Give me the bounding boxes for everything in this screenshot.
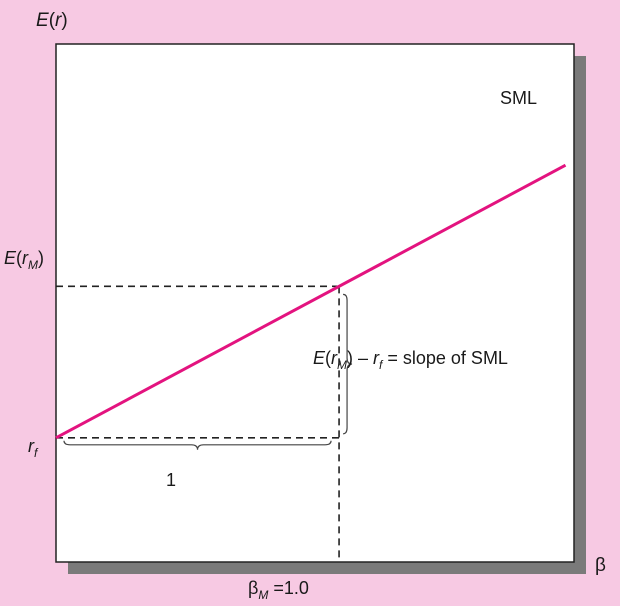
y-axis-title: E(r)	[36, 10, 68, 31]
sml-series-line	[55, 163, 567, 440]
sml-label: SML	[500, 88, 537, 108]
slope-annotation: E(rM) – rf = slope of SML	[313, 348, 508, 372]
run-label: 1	[166, 470, 176, 490]
rise-brace	[343, 293, 353, 435]
erm-tick-label: E(rM)	[4, 248, 44, 272]
run-brace	[63, 440, 332, 450]
beta-m-tick-label: βM =1.0	[248, 578, 309, 602]
rf-tick-label: rf	[28, 436, 39, 460]
plot-area	[55, 43, 575, 563]
x-axis-title: β	[595, 555, 606, 576]
